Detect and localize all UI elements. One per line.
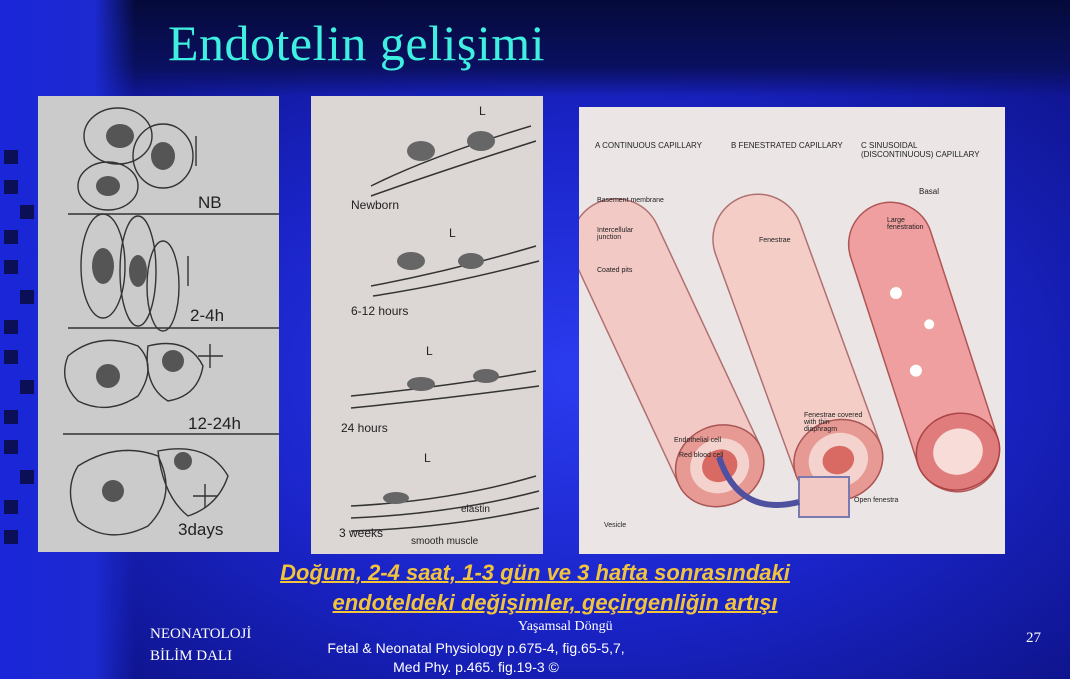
label-coated-pits: Coated pits <box>597 267 632 274</box>
label-vesicle: Vesicle <box>604 522 626 529</box>
label-intercellular-junction: Intercellular junction <box>597 227 647 241</box>
page-number: 27 <box>1026 630 1041 647</box>
vessel-wall-figure <box>311 96 543 554</box>
label-elastin: elastin <box>461 504 490 515</box>
label-lumen-2: L <box>449 226 456 240</box>
cell-sketch-figure <box>38 96 279 552</box>
label-endothelial-cell: Endothelial cell <box>674 437 721 444</box>
header-fenestrated: B FENESTRATED CAPILLARY <box>731 141 843 150</box>
slide-title: Endotelin gelişimi <box>168 14 545 72</box>
header-sinusoidal: C SINUSOIDAL (DISCONTINUOUS) CAPILLARY <box>861 141 991 159</box>
panel-capillary-types: A CONTINUOUS CAPILLARY B FENESTRATED CAP… <box>579 107 1005 554</box>
label-newborn: Newborn <box>351 198 399 212</box>
header-continuous: A CONTINUOUS CAPILLARY <box>595 141 702 150</box>
caption-line-1: Doğum, 2-4 saat, 1-3 gün ve 3 hafta sonr… <box>0 560 1070 586</box>
footer-ref-line-1: Fetal & Neonatal Physiology p.675-4, fig… <box>256 625 696 658</box>
decorative-squares <box>0 150 40 570</box>
footer-ref-line-2: Med Phy. p.465. fig.19-3 © <box>256 658 696 677</box>
label-red-blood-cell: Red blood cell <box>679 452 723 459</box>
label-2-4h: 2-4h <box>190 306 224 326</box>
label-nb: NB <box>198 193 222 213</box>
label-12-24h: 12-24h <box>188 414 241 434</box>
label-3days: 3days <box>178 520 223 540</box>
caption-line-2: endoteldeki değişimler, geçirgenliğin ar… <box>20 590 1070 616</box>
footer-org-line-2: BİLİM DALI <box>150 645 251 667</box>
label-lumen-3: L <box>426 344 433 358</box>
label-lumen-4: L <box>424 451 431 465</box>
footer-org-line-1: NEONATOLOJİ <box>150 623 251 645</box>
label-basal: Basal <box>919 187 939 196</box>
label-basement-membrane: Basement membrane <box>597 197 664 204</box>
label-lumen-1: L <box>479 104 486 118</box>
label-smooth-muscle: smooth muscle <box>411 536 478 547</box>
footer-organization: NEONATOLOJİ BİLİM DALI <box>150 623 251 667</box>
label-open-fenestra: Open fenestra <box>854 497 898 504</box>
label-24-hours: 24 hours <box>341 421 388 435</box>
label-fenestrae: Fenestrae <box>759 237 791 244</box>
panel-vessel-wall-sketch: Newborn 6-12 hours 24 hours 3 weeks elas… <box>311 96 543 554</box>
label-6-12-hours: 6-12 hours <box>351 304 408 318</box>
label-large-fenestration: Large fenestration <box>887 217 937 231</box>
label-fenestrae-diaphragm: Fenestrae covered with thin diaphragm <box>804 412 864 433</box>
panel-cell-sketch: NB 2-4h 12-24h 3days <box>38 96 279 552</box>
capillary-types-figure <box>579 107 1005 554</box>
footer-reference: Fetal & Neonatal Physiology p.675-4, fig… <box>256 625 696 677</box>
label-3-weeks: 3 weeks <box>339 526 383 540</box>
